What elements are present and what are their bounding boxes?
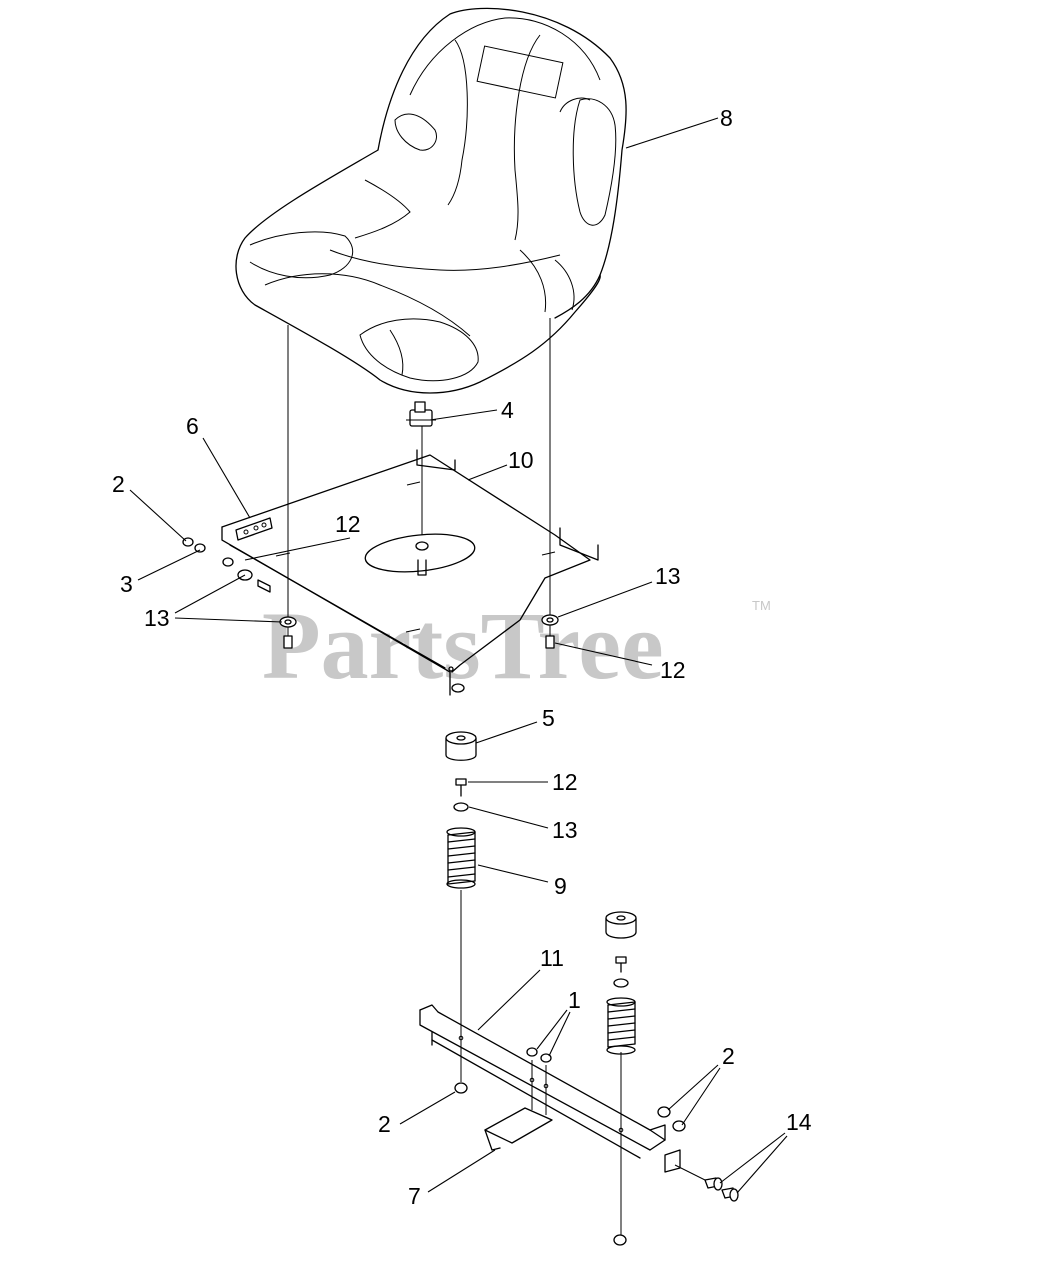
callout-label: 12	[552, 769, 578, 795]
callout-label: 4	[501, 397, 514, 423]
callout-label: 12	[335, 511, 361, 537]
spring-hardware	[453, 778, 629, 988]
seat-plate	[221, 449, 599, 696]
callout-label: 2	[722, 1043, 735, 1069]
callout-label: 5	[542, 705, 555, 731]
nuts	[454, 1047, 686, 1246]
callout-label: 9	[554, 873, 567, 899]
callout-label: 1	[568, 987, 581, 1013]
callout-label: 14	[786, 1109, 812, 1135]
callout-label: 13	[552, 817, 578, 843]
callout-labels: 8 4 10 6 2 3 12 13 13 12 5 12 13 9 11 1 …	[112, 105, 812, 1209]
callout-label: 13	[655, 563, 681, 589]
seat	[235, 7, 627, 394]
seat-switch	[406, 401, 436, 427]
callout-label: 2	[378, 1111, 391, 1137]
callout-label: 10	[508, 447, 534, 473]
leader-lines	[129, 117, 788, 1194]
callout-label: 6	[186, 413, 199, 439]
callout-label: 8	[720, 105, 733, 131]
callout-label: 12	[660, 657, 686, 683]
spring	[606, 997, 636, 1055]
plate-hardware	[182, 537, 559, 649]
watermark-trademark: TM	[752, 598, 771, 613]
bracket	[484, 1107, 553, 1151]
callout-label: 3	[120, 571, 133, 597]
callout-label: 13	[144, 605, 170, 631]
clevis-pins	[674, 1164, 739, 1202]
callout-label: 11	[540, 945, 564, 971]
base-channel	[419, 1004, 681, 1173]
watermark: PartsTree	[262, 592, 664, 699]
bumper	[445, 731, 477, 761]
callout-label: 2	[112, 471, 125, 497]
callout-label: 7	[408, 1183, 421, 1209]
label-plate	[235, 517, 273, 541]
spring	[446, 827, 476, 889]
bumper	[605, 911, 637, 939]
